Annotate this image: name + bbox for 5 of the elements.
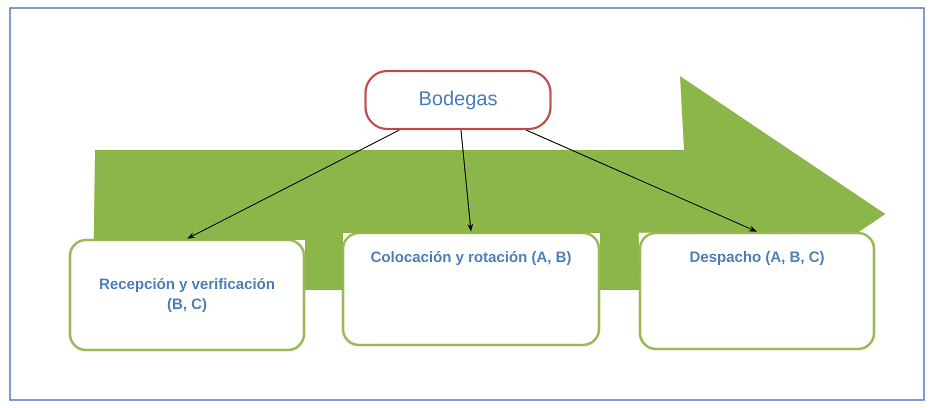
rounded-box: Bodegas xyxy=(364,70,552,130)
process-box: Recepción y verificación (B, C) xyxy=(68,238,306,352)
process-box: Colocación y rotación (A, B) xyxy=(342,232,600,346)
block-arrow xyxy=(94,76,886,290)
process-box: Despacho (A, B, C) xyxy=(638,232,876,350)
